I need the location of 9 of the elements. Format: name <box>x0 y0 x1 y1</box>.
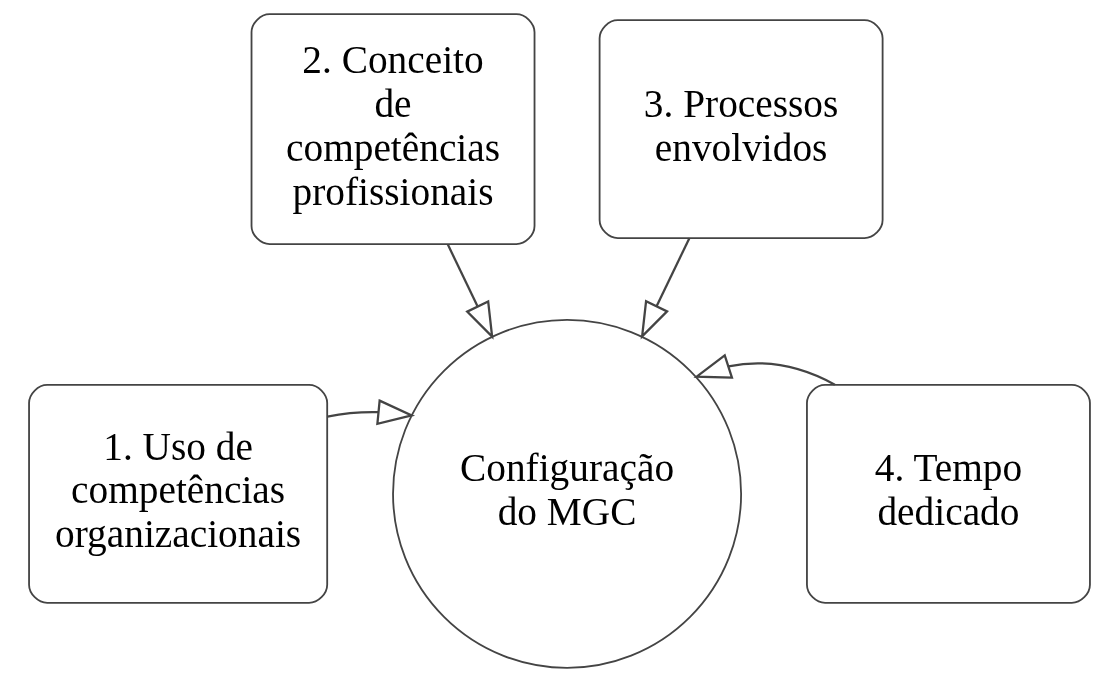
arrow <box>640 237 691 340</box>
node-box: 3. Processos envolvidos <box>598 19 884 239</box>
node-box: 1. Uso de competências organizacionais <box>28 383 329 604</box>
node-box: 4. Tempo dedicado <box>806 383 1091 604</box>
node-box: 2. Conceito de competências profissionais <box>250 13 536 246</box>
arrow <box>446 244 494 340</box>
node-circle: Configuração do MGC <box>392 318 742 669</box>
arrow <box>327 398 416 426</box>
arrow <box>693 353 836 386</box>
